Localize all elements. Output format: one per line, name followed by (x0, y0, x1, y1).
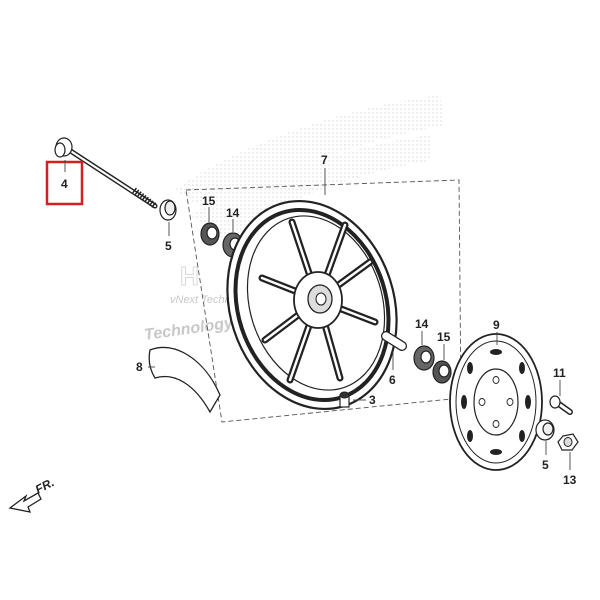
callout-15-left: 15 (202, 194, 216, 208)
watermark-logo: H (180, 261, 199, 291)
valve (339, 391, 350, 408)
axle-nut (557, 433, 579, 451)
callout-14-right: 14 (415, 317, 429, 331)
front-fender (148, 346, 221, 414)
callout-9: 9 (493, 318, 500, 332)
callout-14-left: 14 (226, 206, 240, 220)
distance-collar (381, 331, 407, 351)
dust-seal-right (432, 360, 452, 384)
callout-5-left: 5 (165, 239, 172, 253)
wheel (226, 199, 398, 411)
collar-right (535, 419, 555, 441)
front-arrow-icon (8, 492, 42, 513)
collar-left (159, 199, 177, 221)
callout-6: 6 (389, 373, 396, 387)
callout-7: 7 (321, 153, 328, 167)
disc-bolt (549, 395, 573, 415)
direction-indicator: FR. (8, 475, 56, 513)
callout-15-right: 15 (437, 330, 451, 344)
bearing-right (413, 345, 435, 371)
callout-4: 4 (61, 177, 68, 191)
watermark-line2: Technology (143, 315, 235, 344)
callout-8: 8 (136, 360, 143, 374)
axle-bolt (54, 137, 158, 209)
leader-lines (64, 160, 571, 470)
callout-11: 11 (553, 366, 566, 380)
callout-13: 13 (563, 473, 577, 487)
dust-seal-left (200, 222, 220, 246)
callout-5-right: 5 (542, 458, 549, 472)
disc-slots (461, 349, 531, 455)
callout-3: 3 (369, 393, 376, 407)
brake-disc (449, 333, 543, 471)
watermark-wing (175, 95, 445, 240)
callouts: 4 5 15 14 7 8 14 15 6 3 9 11 5 13 (61, 153, 577, 487)
highlight-box (45, 160, 84, 206)
